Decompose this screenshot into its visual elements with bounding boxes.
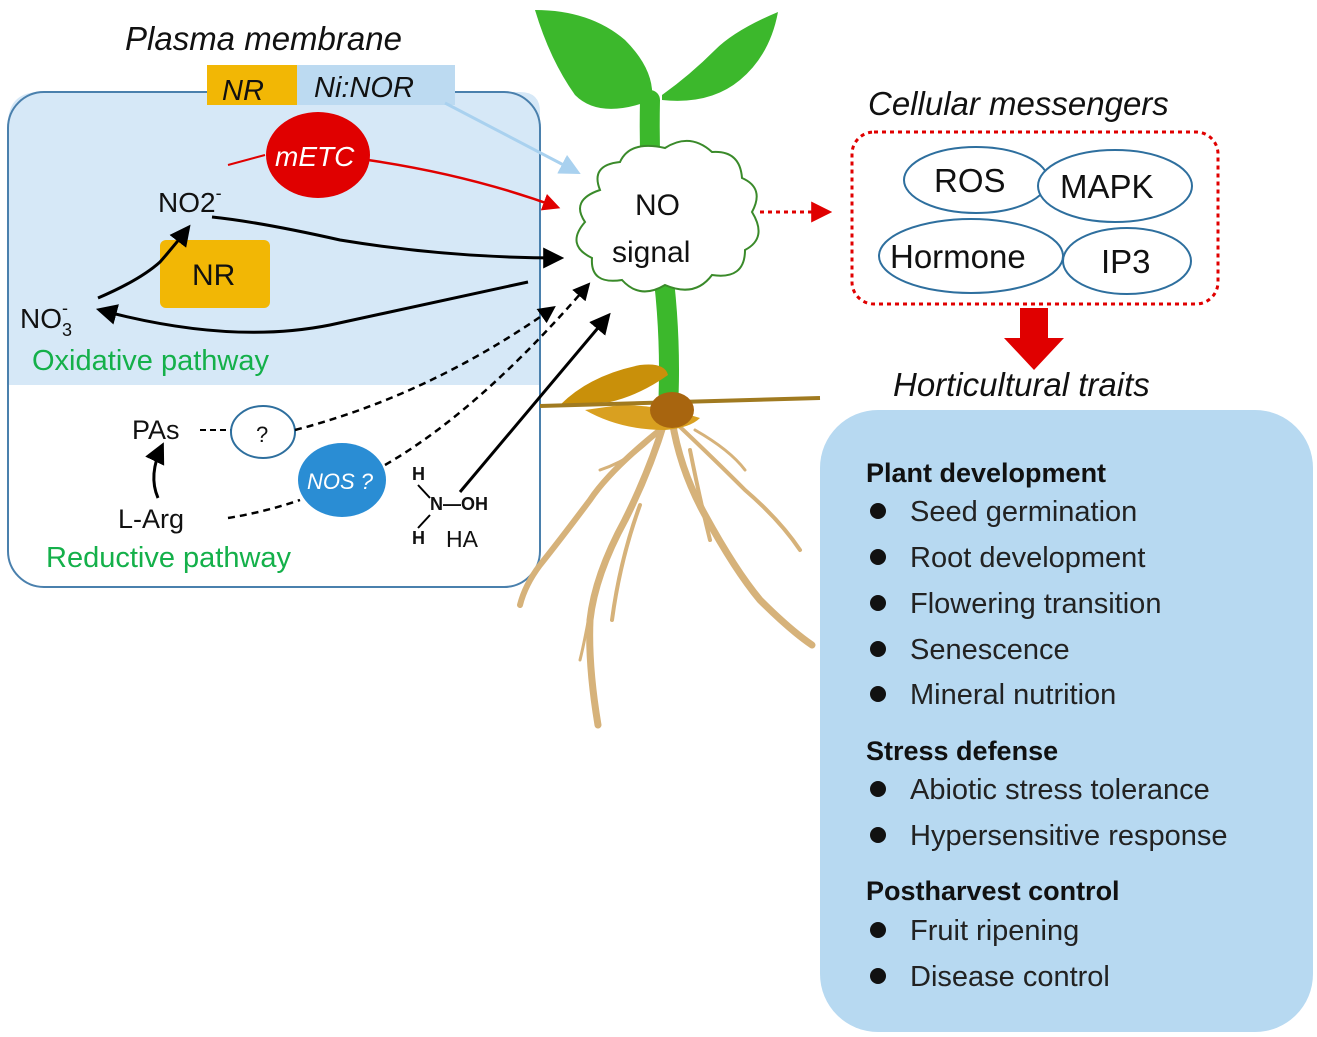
no2-label: NO2- xyxy=(158,183,222,218)
bullet xyxy=(870,595,886,611)
trait-flowering-transition: Flowering transition xyxy=(910,588,1161,620)
messenger-ip3-label: IP3 xyxy=(1101,243,1151,280)
oxidative-pathway-label: Oxidative pathway xyxy=(32,345,269,377)
messenger-hormone-label: Hormone xyxy=(890,238,1026,275)
no2-to-metc-line xyxy=(227,154,266,166)
membrane-nr-box xyxy=(207,65,297,105)
trait-root-development: Root development xyxy=(910,542,1145,574)
bullet xyxy=(870,549,886,565)
bullet xyxy=(870,503,886,519)
bullet xyxy=(870,686,886,702)
membrane-ninor-label: Ni:NOR xyxy=(314,72,414,104)
no-to-no3-arrow xyxy=(95,280,529,334)
trait-abiotic-stress-tolerance: Abiotic stress tolerance xyxy=(910,774,1210,806)
larg-label: L-Arg xyxy=(118,504,184,534)
ha-n-oh: N—OH xyxy=(430,494,488,514)
metc-to-no-arrow xyxy=(367,158,561,211)
membrane-ninor-box xyxy=(297,65,455,105)
traits-title: Horticultural traits xyxy=(893,366,1150,403)
messenger-ip3 xyxy=(1062,227,1192,295)
seed-coat-top xyxy=(560,364,668,405)
traits-box xyxy=(820,410,1313,1032)
ninor-to-no-arrow xyxy=(444,101,581,174)
messenger-mapk xyxy=(1037,149,1193,223)
messenger-ros-label: ROS xyxy=(934,162,1006,199)
trait-senescence: Senescence xyxy=(910,634,1070,666)
no3-to-no2-arrow xyxy=(97,224,191,300)
no-signal-line2: signal xyxy=(612,236,690,269)
section-heading-stress-defense: Stress defense xyxy=(866,736,1058,766)
trait-seed-germination: Seed germination xyxy=(910,496,1137,528)
metc-label: mETC xyxy=(275,141,355,172)
larg-to-pas-arrow xyxy=(145,442,165,499)
unknown-enzyme-label: ? xyxy=(256,422,268,447)
messengers-to-traits-arrow xyxy=(1004,308,1064,370)
no-signal-cloud: NO signal xyxy=(575,140,760,293)
membrane-nr-label: NR xyxy=(222,75,264,107)
no3-label-text: NO3- xyxy=(20,298,72,340)
larg-to-nos-line xyxy=(227,498,301,520)
section-heading-plant-development: Plant development xyxy=(866,458,1106,488)
metc-ellipse xyxy=(266,112,370,198)
ha-h-top: H xyxy=(412,464,425,484)
plasma-membrane-title: Plasma membrane xyxy=(125,20,402,57)
unknown-enzyme-ellipse xyxy=(230,405,296,459)
bullet xyxy=(870,827,886,843)
messengers-title: Cellular messengers xyxy=(868,85,1169,122)
nr-label: NR xyxy=(192,259,235,292)
pas-label: PAs xyxy=(132,415,180,445)
ha-bond-bottom xyxy=(417,514,431,529)
bullet xyxy=(870,781,886,797)
bullet xyxy=(870,922,886,938)
ha-to-no-arrow xyxy=(458,312,611,493)
bullet xyxy=(870,968,886,984)
nos-label: NOS ? xyxy=(307,469,374,494)
ha-label: HA xyxy=(446,526,479,552)
plant-leaf-left xyxy=(535,10,653,109)
trait-mineral-nutrition: Mineral nutrition xyxy=(910,679,1116,711)
no2-to-no-arrow xyxy=(211,215,565,269)
reductive-pathway-label: Reductive pathway xyxy=(46,542,292,574)
nr-box xyxy=(160,240,270,308)
no-signal-line1: NO xyxy=(635,189,680,222)
messenger-mapk-label: MAPK xyxy=(1060,168,1154,205)
root-crown xyxy=(650,392,694,428)
nos-to-no-arrow xyxy=(384,282,591,467)
plant-roots xyxy=(517,416,816,729)
trait-hypersensitive-response: Hypersensitive response xyxy=(910,820,1228,852)
ha-bond-top xyxy=(417,484,431,499)
trait-fruit-ripening: Fruit ripening xyxy=(910,915,1079,947)
ha-h-bottom: H xyxy=(412,528,425,548)
traits-list: Plant development Seed germination Root … xyxy=(866,458,1228,993)
bullet xyxy=(870,641,886,657)
nos-ellipse xyxy=(298,443,386,517)
plant-leaf-right xyxy=(662,12,778,101)
messengers-box xyxy=(850,130,1220,306)
section-heading-postharvest-control: Postharvest control xyxy=(866,876,1120,906)
trait-disease-control: Disease control xyxy=(910,961,1110,993)
